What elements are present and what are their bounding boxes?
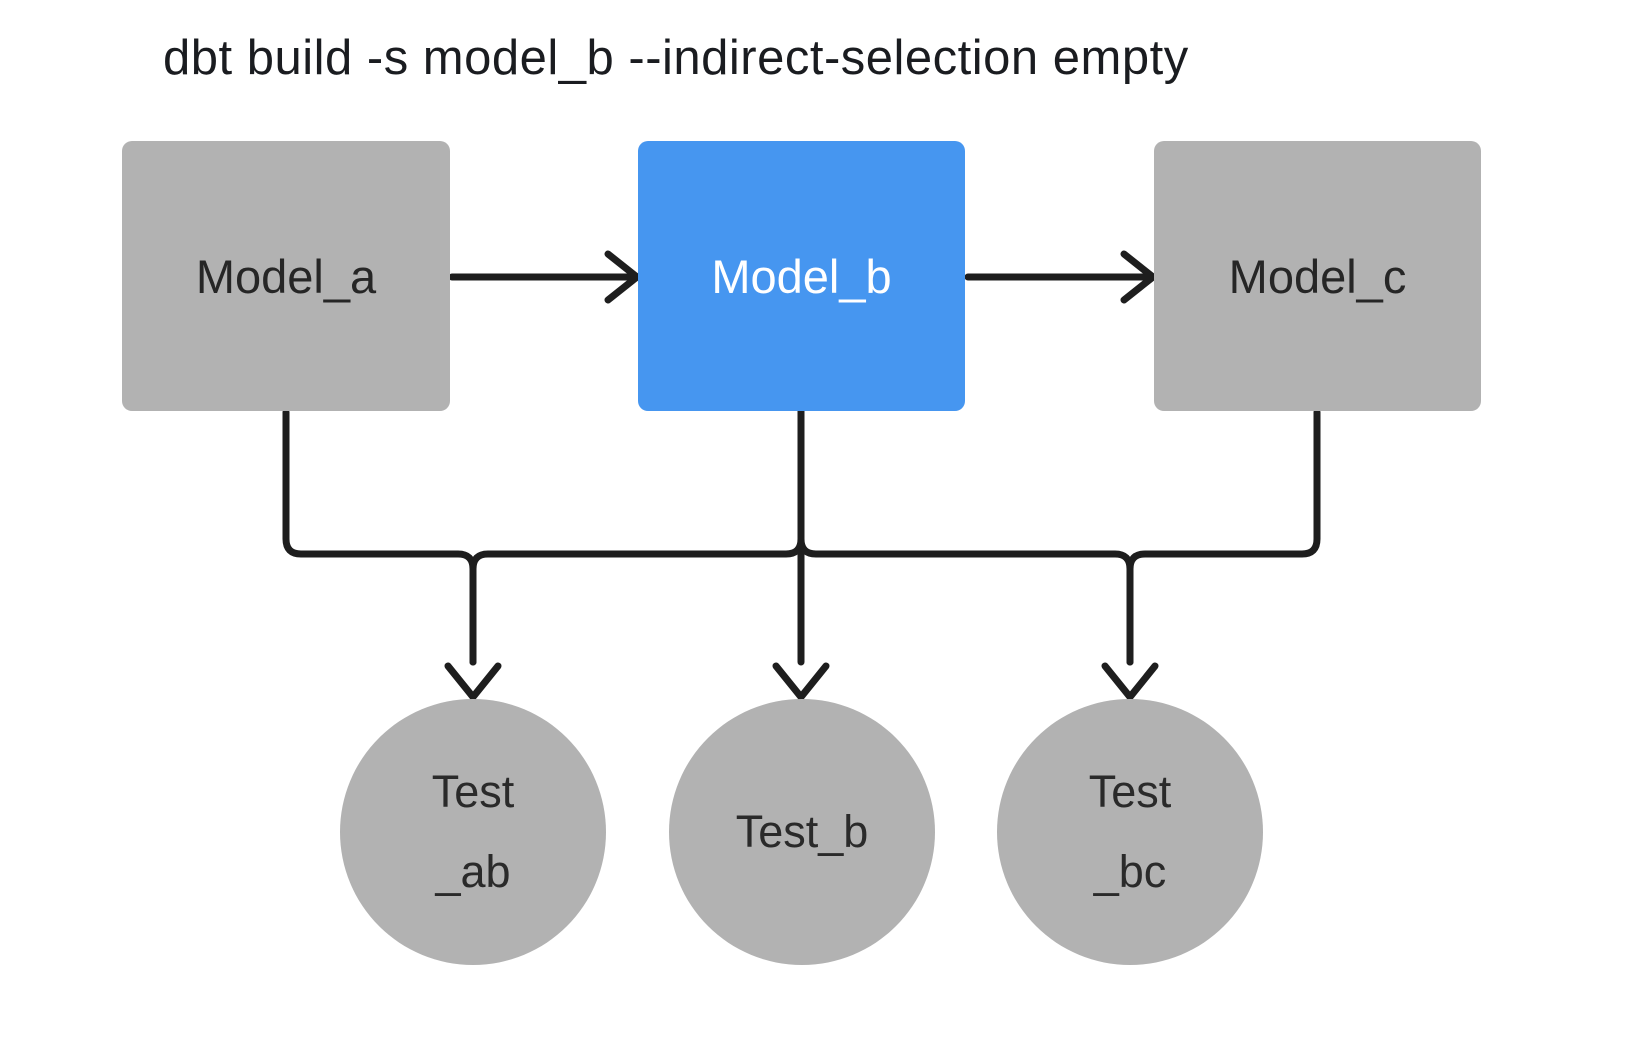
arrow-down-icon xyxy=(444,662,502,701)
edge-model-a-model-b xyxy=(448,250,641,304)
arrow-down-icon xyxy=(772,662,830,701)
edge-model-c-test-bc xyxy=(1126,408,1321,666)
node-test-bc: Test _bc xyxy=(997,699,1263,965)
node-model-c: Model_c xyxy=(1154,141,1481,411)
arrow-right-icon xyxy=(1120,250,1157,304)
diagram-title: dbt build -s model_b --indirect-selectio… xyxy=(163,31,1189,85)
node-model-a-label: Model_a xyxy=(195,249,377,303)
node-model-b: Model_b xyxy=(638,141,965,411)
node-model-b-label: Model_b xyxy=(711,249,892,303)
edge-shaft xyxy=(1126,408,1321,666)
arrowhead-test-bc xyxy=(1101,662,1159,701)
arrowhead-test-b xyxy=(772,662,830,701)
edge-model-b-model-c xyxy=(964,250,1157,304)
node-test-ab-label-line2: _ab xyxy=(435,846,511,897)
node-test-ab: Test _ab xyxy=(340,699,606,965)
node-model-c-label: Model_c xyxy=(1228,249,1407,303)
arrow-down-icon xyxy=(1101,662,1159,701)
edge-shaft xyxy=(469,406,805,666)
node-test-bc-label-line1: Test xyxy=(1088,766,1172,817)
edge-model-b-test-ab xyxy=(469,406,805,666)
node-model-a: Model_a xyxy=(122,141,450,411)
edge-model-b-test-bc xyxy=(797,406,1134,666)
node-test-ab-label-line1: Test xyxy=(431,766,515,817)
arrow-right-icon xyxy=(604,250,641,304)
node-test-bc-label-line2: _bc xyxy=(1093,846,1167,897)
arrowhead-test-ab xyxy=(444,662,502,701)
edge-model-a-test-ab xyxy=(282,408,477,666)
edge-shaft xyxy=(282,408,477,666)
edge-shaft xyxy=(797,406,1134,666)
node-test-b: Test_b xyxy=(669,699,935,965)
node-test-b-label-line1: Test_b xyxy=(735,806,869,857)
